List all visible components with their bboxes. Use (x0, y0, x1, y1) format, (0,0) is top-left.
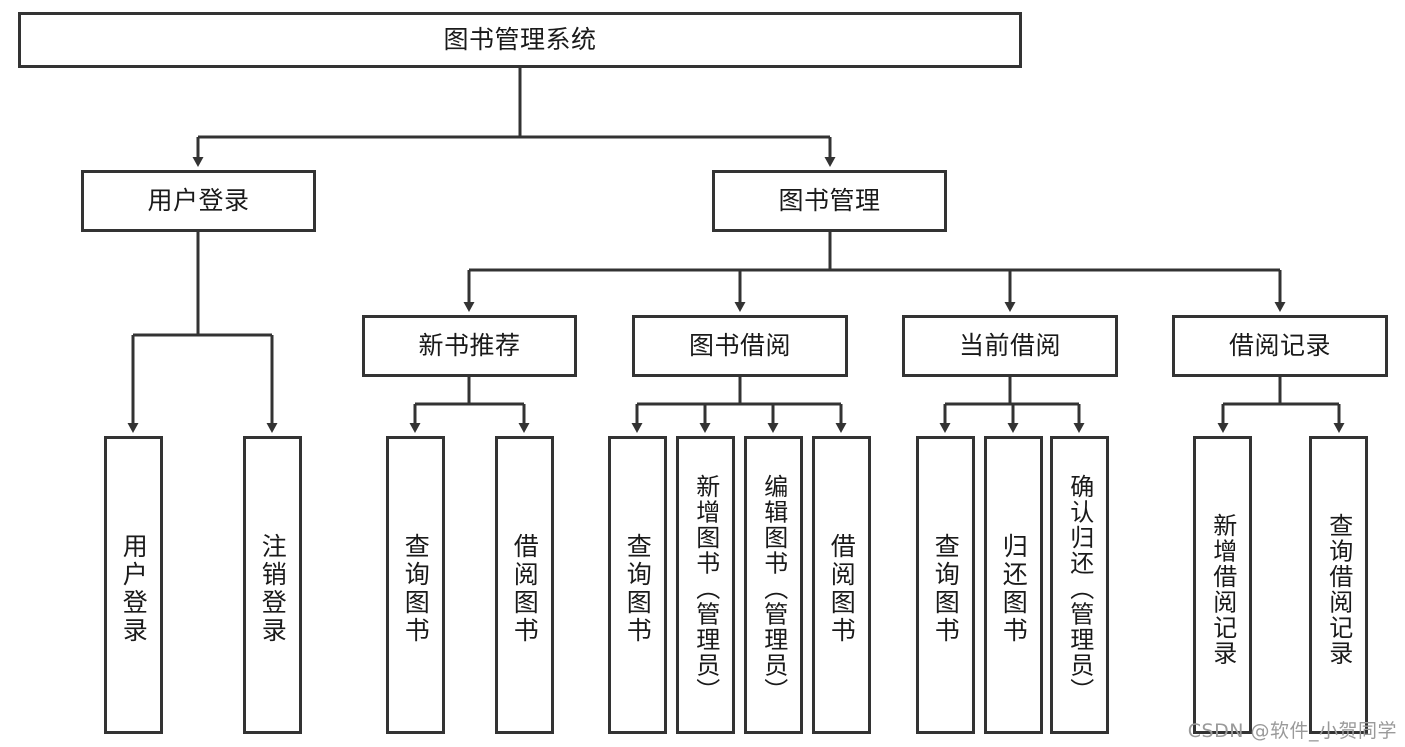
node-borrow-records[interactable]: 借阅记录 (1172, 315, 1388, 377)
leaf-borrow-book[interactable]: 借阅图书 (812, 436, 871, 734)
leaf-edit-book-admin[interactable]: 编辑图书（管理员） (744, 436, 803, 734)
leaf-logout[interactable]: 注销登录 (243, 436, 302, 734)
node-label: 用户登录 (147, 186, 250, 216)
node-label: 注销登录 (258, 533, 288, 645)
leaf-search-book-recommend[interactable]: 查询图书 (386, 436, 445, 734)
leaf-search-book-current[interactable]: 查询图书 (916, 436, 975, 734)
node-label: 编辑图书（管理员） (759, 474, 788, 704)
node-label: 新增图书（管理员） (691, 474, 720, 704)
node-label: 查询借阅记录 (1324, 512, 1353, 666)
csdn-watermark: CSDN @软件_小贺同学 (1187, 720, 1397, 742)
leaf-borrow-book-recommend[interactable]: 借阅图书 (495, 436, 554, 734)
node-label: 图书借阅 (688, 331, 791, 361)
node-label: 图书管理系统 (443, 25, 597, 55)
node-label: 查询图书 (931, 533, 961, 645)
leaf-search-borrow-record[interactable]: 查询借阅记录 (1309, 436, 1368, 734)
node-label: 新书推荐 (418, 331, 521, 361)
node-book-borrow[interactable]: 图书借阅 (632, 315, 848, 377)
leaf-user-login[interactable]: 用户登录 (104, 436, 163, 734)
node-label: 归还图书 (999, 533, 1029, 645)
leaf-confirm-return-admin[interactable]: 确认归还（管理员） (1050, 436, 1109, 734)
node-user-login[interactable]: 用户登录 (81, 170, 316, 232)
leaf-add-book-admin[interactable]: 新增图书（管理员） (676, 436, 735, 734)
node-label: 新增借阅记录 (1208, 512, 1237, 666)
node-book-management[interactable]: 图书管理 (712, 170, 947, 232)
node-current-borrow[interactable]: 当前借阅 (902, 315, 1118, 377)
node-new-book-recommend[interactable]: 新书推荐 (362, 315, 577, 377)
leaf-return-book[interactable]: 归还图书 (984, 436, 1043, 734)
node-label: 借阅图书 (827, 533, 857, 645)
node-label: 查询图书 (623, 533, 653, 645)
node-root-system[interactable]: 图书管理系统 (18, 12, 1022, 68)
leaf-add-borrow-record[interactable]: 新增借阅记录 (1193, 436, 1252, 734)
leaf-search-book-borrow[interactable]: 查询图书 (608, 436, 667, 734)
node-label: 当前借阅 (958, 331, 1061, 361)
node-label: 确认归还（管理员） (1065, 474, 1094, 704)
node-label: 图书管理 (778, 186, 881, 216)
node-label: 借阅记录 (1228, 331, 1331, 361)
node-label: 借阅图书 (510, 533, 540, 645)
node-label: 查询图书 (401, 533, 431, 645)
node-label: 用户登录 (119, 533, 149, 645)
